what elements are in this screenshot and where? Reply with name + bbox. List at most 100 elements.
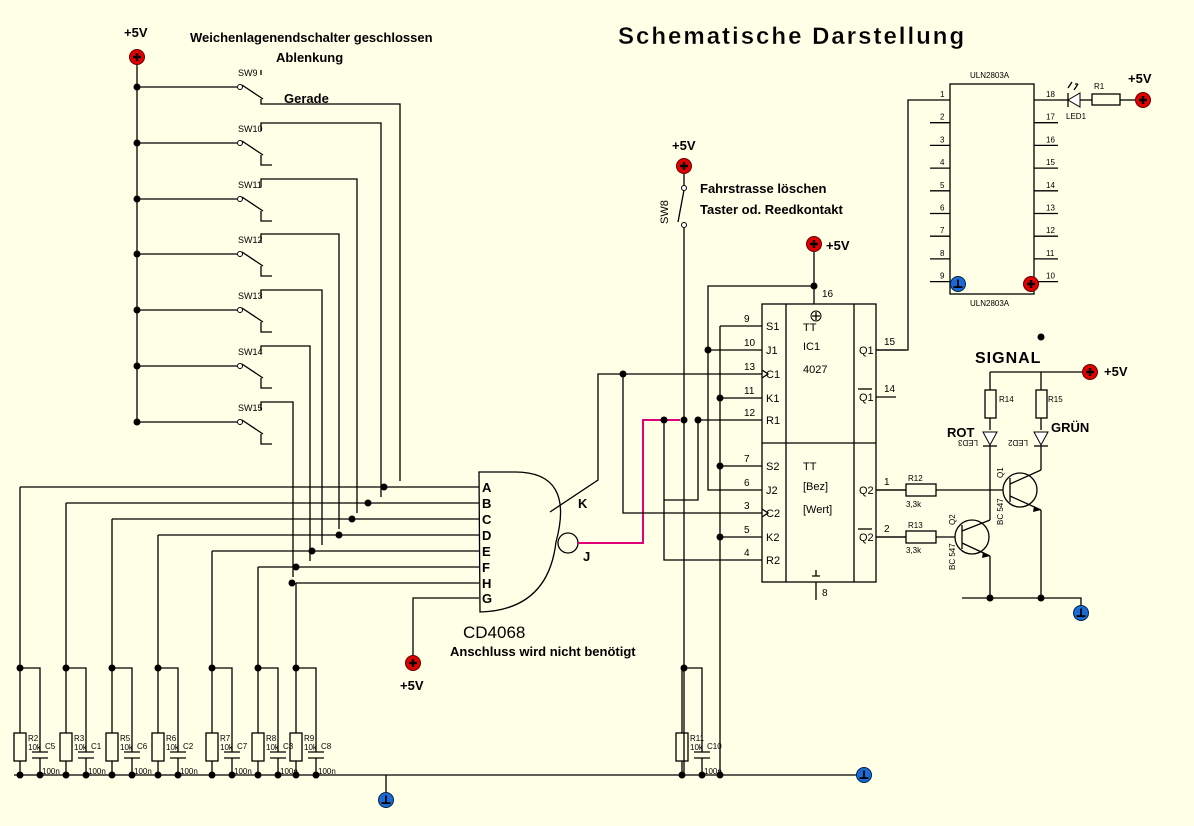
ic1-rpin-name-2: Q2 bbox=[859, 485, 874, 497]
switch-label-1: SW10 bbox=[238, 124, 263, 134]
ic1-pin-name-b3: K2 bbox=[766, 532, 779, 544]
uln-rpin-4: 14 bbox=[1046, 181, 1055, 190]
capacitor-label-0: C5 bbox=[45, 742, 56, 751]
resistor-label-6: R9 bbox=[304, 734, 315, 743]
resistor-value-6: 10k bbox=[304, 743, 318, 752]
ic1-pin-num-t2: 13 bbox=[744, 362, 756, 373]
anschluss-label: Anschluss wird nicht benötigt bbox=[450, 644, 636, 659]
ic1-pin-name-t3: K1 bbox=[766, 393, 779, 405]
uln-rpin-1: 17 bbox=[1046, 113, 1055, 122]
ic1-pin-num-t4: 12 bbox=[744, 408, 756, 419]
uln-lpin-1: 2 bbox=[940, 113, 945, 122]
capacitor-label-1: C1 bbox=[91, 742, 102, 751]
r13-label: R13 bbox=[908, 521, 923, 530]
vcc-symbol-uln bbox=[1023, 276, 1039, 292]
switch-label-5: SW14 bbox=[238, 347, 263, 357]
gate-input-e: E bbox=[482, 544, 491, 559]
q2-label: Q2 bbox=[948, 514, 957, 525]
switch-label-6: SW15 bbox=[238, 403, 263, 413]
resistor-value-7: 10k bbox=[690, 743, 704, 752]
capacitor-value-6: 100n bbox=[318, 767, 336, 776]
led1-label: LED1 bbox=[1066, 112, 1087, 121]
uln-rpin-5: 13 bbox=[1046, 204, 1055, 213]
resistor-value-4: 10k bbox=[220, 743, 234, 752]
uln-rpin-0: 18 bbox=[1046, 90, 1055, 99]
switch-label-4: SW13 bbox=[238, 291, 263, 301]
uln-rpin-2: 16 bbox=[1046, 135, 1055, 144]
capacitor-label-6: C8 bbox=[321, 742, 332, 751]
r1-label: R1 bbox=[1094, 82, 1105, 91]
gate-input-c: C bbox=[482, 512, 492, 527]
vcc-symbol bbox=[129, 49, 145, 65]
switch-header: Weichenlagenendschalter geschlossen bbox=[190, 30, 433, 45]
gnd-symbol-right bbox=[856, 767, 872, 783]
fahrstrasse-label: Fahrstrasse löschen bbox=[700, 181, 827, 196]
ic1-pin-name-t4: R1 bbox=[766, 415, 780, 427]
resistor-label-0: R2 bbox=[28, 734, 39, 743]
gate-input-b: B bbox=[482, 496, 491, 511]
capacitor-label-5: C3 bbox=[283, 742, 294, 751]
resistor-value-3: 10k bbox=[166, 743, 180, 752]
capacitor-label-7: C10 bbox=[707, 742, 722, 751]
uln-rpin-3: 15 bbox=[1046, 158, 1055, 167]
capacitor-label-3: C2 bbox=[183, 742, 194, 751]
ic1-top-line-2: 4027 bbox=[803, 364, 827, 376]
capacitor-label-4: C7 bbox=[237, 742, 248, 751]
q1-label: Q1 bbox=[996, 467, 1005, 478]
ic1-pin-name-b1: J2 bbox=[766, 485, 778, 497]
uln-lpin-7: 8 bbox=[940, 249, 945, 258]
ic1-pin-num-b4: 4 bbox=[744, 548, 750, 559]
ic1-bottom-line-2: [Wert] bbox=[803, 504, 832, 516]
uln-lpin-4: 5 bbox=[940, 181, 945, 190]
ic1-pin8: 8 bbox=[822, 588, 828, 599]
ic1-pin-num-b0: 7 bbox=[744, 454, 750, 465]
gate-input-g: G bbox=[482, 591, 492, 606]
capacitor-value-0: 100n bbox=[42, 767, 60, 776]
gerade-label: Gerade bbox=[284, 91, 329, 106]
ic1-rpin-num-1: 14 bbox=[884, 384, 896, 395]
vcc-label-led1: +5V bbox=[1128, 71, 1152, 86]
q1-transistor bbox=[1002, 472, 1038, 508]
r15-label: R15 bbox=[1048, 395, 1063, 404]
r12-label: R12 bbox=[908, 474, 923, 483]
taster-label: Taster od. Reedkontakt bbox=[700, 202, 843, 217]
ic1-pin-num-b2: 3 bbox=[744, 501, 750, 512]
vcc-label-sw8: +5V bbox=[672, 138, 696, 153]
uln-lpin-0: 1 bbox=[940, 90, 945, 99]
switch-label-3: SW12 bbox=[238, 235, 263, 245]
ic1-rpin-num-3: 2 bbox=[884, 524, 890, 535]
rot-label: ROT bbox=[947, 425, 975, 440]
ic1-rpin-num-0: 15 bbox=[884, 337, 896, 348]
uln-top-label: ULN2803A bbox=[970, 71, 1010, 80]
ic1-top-line-1: IC1 bbox=[803, 341, 820, 353]
resistor-label-5: R8 bbox=[266, 734, 277, 743]
ic1-pin-name-b2: C2 bbox=[766, 508, 780, 520]
resistor-label-1: R3 bbox=[74, 734, 85, 743]
vcc-label: +5V bbox=[124, 25, 148, 40]
resistor-label-3: R6 bbox=[166, 734, 177, 743]
vcc-symbol-led1 bbox=[1135, 92, 1151, 108]
gate-input-a: A bbox=[482, 480, 492, 495]
gate-input-f: F bbox=[482, 560, 490, 575]
ic1-rpin-name-0: Q1 bbox=[859, 345, 874, 357]
gate-input-h: H bbox=[482, 576, 491, 591]
capacitor-label-2: C6 bbox=[137, 742, 148, 751]
vcc-symbol-signal bbox=[1082, 364, 1098, 380]
signal-label: SIGNAL bbox=[975, 350, 1041, 367]
k-output-label: K bbox=[578, 496, 588, 511]
resistor-label-7: R11 bbox=[690, 734, 705, 743]
ic1-pin-name-t2: C1 bbox=[766, 369, 780, 381]
capacitor-value-2: 100n bbox=[134, 767, 152, 776]
ic1-pin-num-b1: 6 bbox=[744, 478, 750, 489]
switch-label-2: SW11 bbox=[238, 180, 262, 190]
q2-transistor bbox=[954, 519, 990, 555]
switch-label-0: SW9 bbox=[238, 68, 258, 78]
capacitor-value-5: 100n bbox=[280, 767, 298, 776]
j-output-label: J bbox=[583, 549, 590, 564]
ic1-pin-name-b4: R2 bbox=[766, 555, 780, 567]
vcc-label-signal: +5V bbox=[1104, 364, 1128, 379]
ablenkung-label: Ablenkung bbox=[276, 50, 343, 65]
gate-input-d: D bbox=[482, 528, 491, 543]
gnd-symbol-uln bbox=[950, 276, 966, 292]
q2-type: BC 547 bbox=[948, 543, 957, 570]
